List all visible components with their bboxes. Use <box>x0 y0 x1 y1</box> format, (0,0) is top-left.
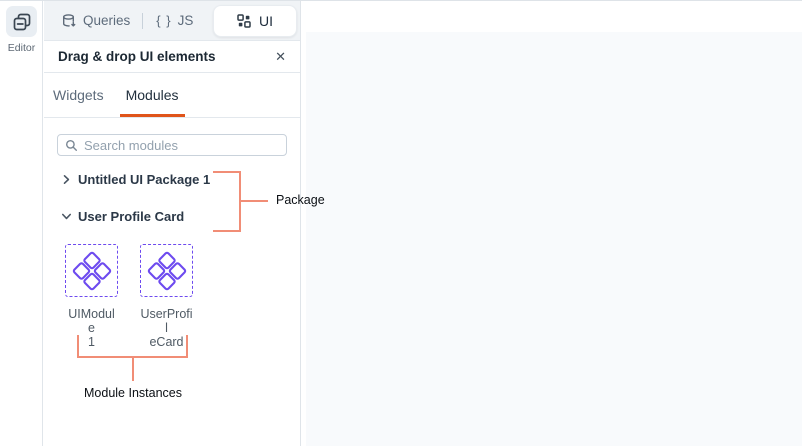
diamond-cluster-icon <box>72 251 112 291</box>
search-icon <box>65 139 78 152</box>
modules-panel-body: Untitled UI Package 1 User Profile Card <box>44 118 300 446</box>
main-area <box>302 1 802 446</box>
widgets-modules-tabs: Widgets Modules <box>44 73 300 118</box>
panel-title: Drag & drop UI elements <box>58 49 216 64</box>
left-rail: Editor <box>0 1 43 446</box>
braces-icon: { } <box>156 13 172 28</box>
tree-item-user-profile-card[interactable]: User Profile Card <box>44 202 300 230</box>
database-icon <box>61 13 77 29</box>
tab-divider <box>142 12 144 29</box>
editor-nav-button[interactable] <box>6 6 37 37</box>
diamond-cluster-icon <box>147 251 187 291</box>
editor-segmented-tabs: Queries { } JS UI <box>44 1 300 41</box>
grid-squares-icon <box>237 13 251 28</box>
tab-js-label: JS <box>177 13 194 28</box>
editor-nav-label: Editor <box>7 42 36 54</box>
search-input[interactable] <box>84 137 279 153</box>
entity-explorer-panel: Queries { } JS UI Drag & <box>44 1 301 446</box>
module-card-list <box>44 244 300 297</box>
package-tree: Untitled UI Package 1 User Profile Card <box>44 165 300 230</box>
chevron-down-icon[interactable] <box>60 210 72 222</box>
tree-item-label: User Profile Card <box>78 208 185 224</box>
module-card-uimodule1[interactable] <box>65 244 118 297</box>
tab-modules[interactable]: Modules <box>119 73 185 117</box>
tab-ui-label: UI <box>259 12 273 29</box>
tree-item-label: Untitled UI Package 1 <box>78 171 211 187</box>
stacked-pages-icon <box>12 12 32 32</box>
close-icon[interactable]: ✕ <box>275 49 286 64</box>
canvas-background <box>306 32 802 446</box>
tab-widgets-label: Widgets <box>53 87 104 103</box>
tab-queries-label: Queries <box>83 13 131 28</box>
panel-header: Drag & drop UI elements ✕ <box>44 41 300 73</box>
module-card-labels: UIModule 1 UserProfil eCard <box>44 307 300 349</box>
module-card-userprofilecard[interactable] <box>140 244 193 297</box>
tab-queries[interactable]: Queries <box>61 13 130 29</box>
tab-widgets[interactable]: Widgets <box>52 73 105 117</box>
module-name-uimodule1: UIModule 1 <box>68 307 115 349</box>
module-name-userprofilecard: UserProfil eCard <box>140 307 193 349</box>
tab-ui-active[interactable]: UI <box>213 4 297 37</box>
tree-item-untitled-ui-package-1[interactable]: Untitled UI Package 1 <box>44 165 300 193</box>
module-search[interactable] <box>57 134 287 156</box>
chevron-right-icon[interactable] <box>60 173 72 185</box>
tab-js[interactable]: { } JS <box>156 13 193 28</box>
tab-modules-label: Modules <box>125 87 179 103</box>
